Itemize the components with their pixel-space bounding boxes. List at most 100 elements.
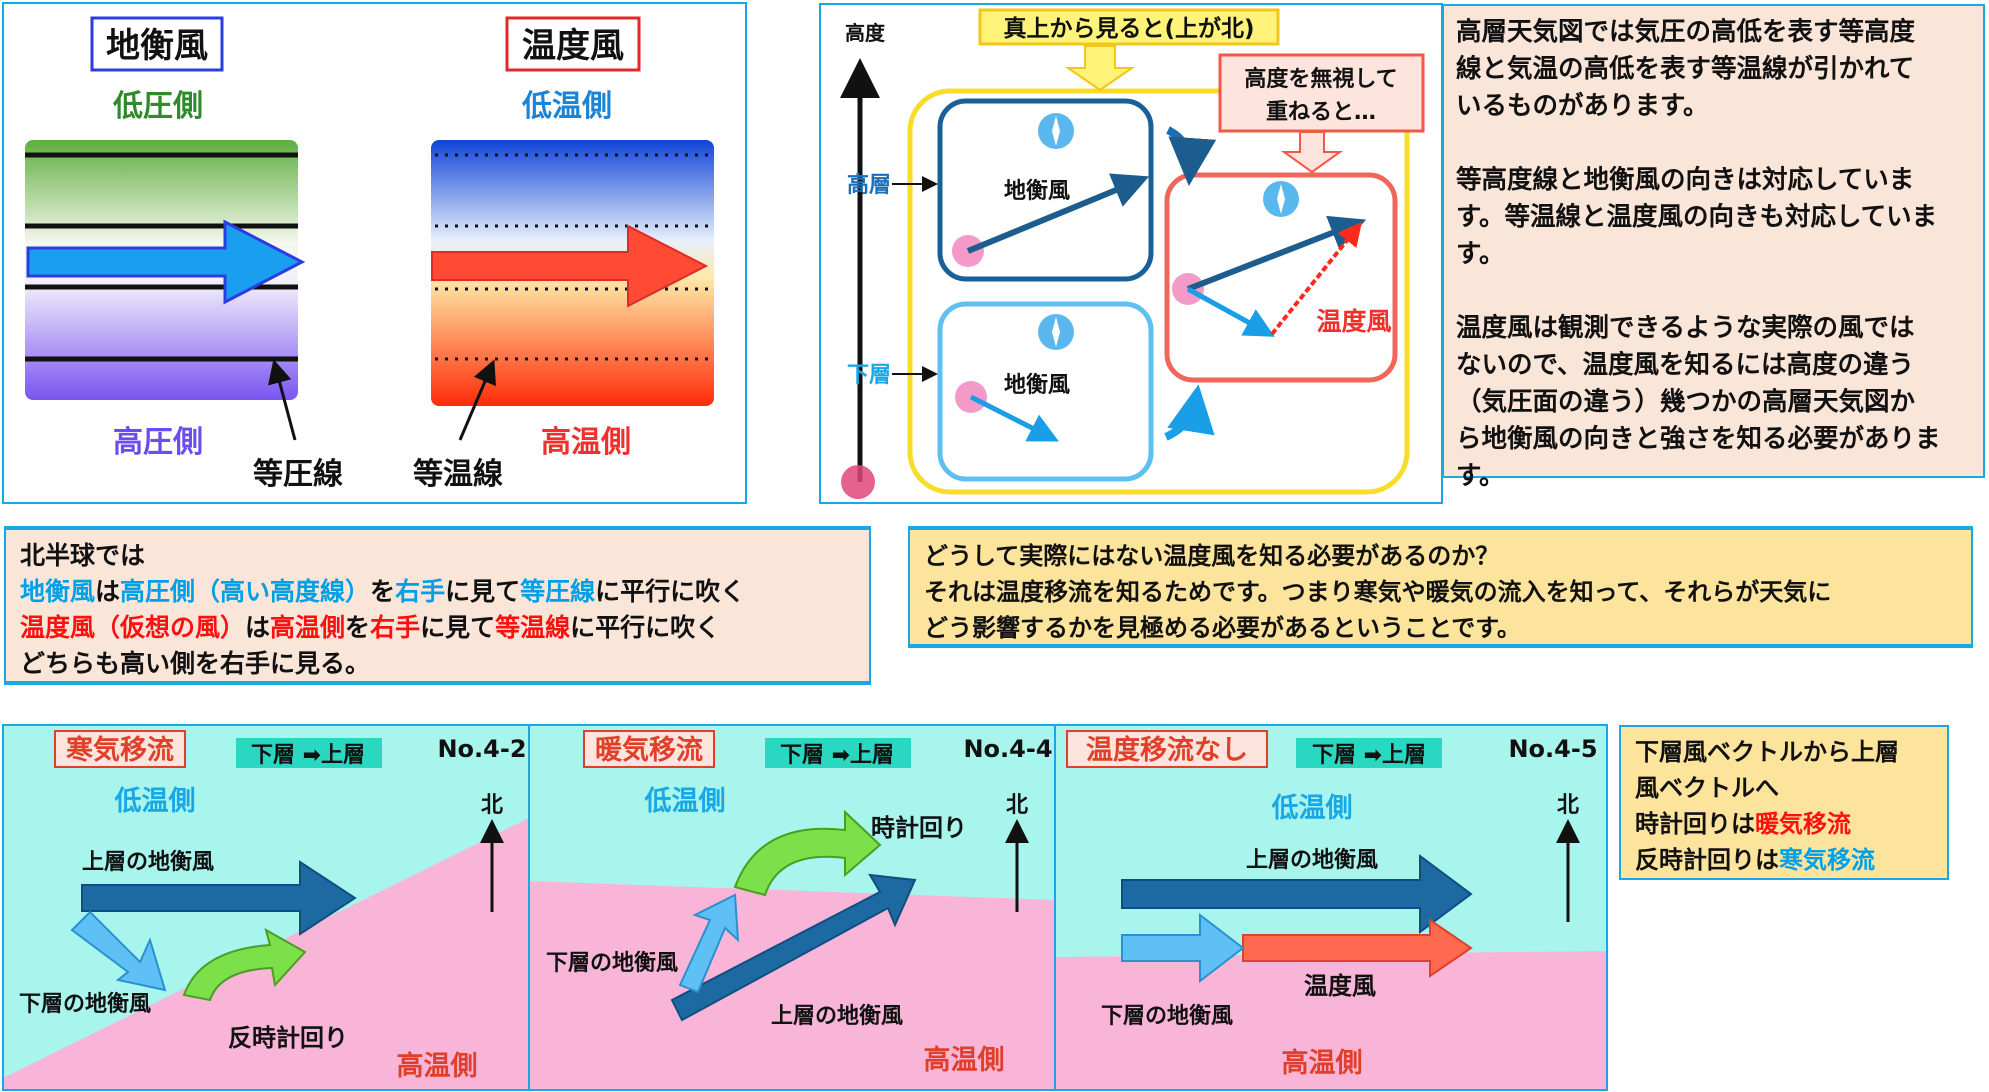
layer-diagram-panel: 高度 真上から見ると(上が北) 高度を無視して 重ねると… 高層 下層 地衡風 … — [819, 3, 1443, 504]
panel-title-label: 温度移流なし — [1086, 734, 1248, 766]
explanation-line — [1456, 125, 1971, 162]
lower-layer-box — [937, 301, 1154, 482]
why-line: どう影響するかを見極める必要があるということです。 — [924, 614, 1521, 642]
isotherm-lines — [435, 153, 712, 361]
explanation-line: す。 — [1456, 461, 1505, 491]
panel-number-label: No.4-2 — [437, 735, 526, 763]
panel-lower-wind-label: 下層の地衡風 — [1101, 1003, 1233, 1029]
northern-line: 温度風（仮想の風）は高温側を右手に見て等温線に平行に吹く — [20, 610, 855, 646]
text-segment: に見て — [420, 613, 496, 642]
text-segment: 暖気移流 — [1755, 810, 1851, 838]
ignore-height-line2: 重ねると… — [1266, 100, 1376, 125]
panel-number-label: No.4-4 — [963, 735, 1052, 763]
text-segment: を — [345, 613, 371, 642]
explanation-line: 等高度線と地衡風の向きは対応していま — [1456, 165, 1915, 195]
panel-layers-label: 下層 ➡上層 — [1312, 743, 1426, 768]
why-thermal-wind-box: どうして実際にはない温度風を知る必要があるのか？ それは温度移流を知るためです。つ… — [908, 526, 1973, 648]
advection-panel-warm — [528, 724, 1056, 1091]
top-view-label: 真上から見ると(上が北) — [1003, 15, 1254, 42]
down-arrow-icon — [1064, 45, 1136, 92]
explanation-line: いるものがあります。 — [1456, 91, 1709, 121]
geostrophic-title: 地衡風 — [106, 26, 208, 66]
text-segment: 高温側 — [270, 613, 346, 642]
panel-high-temp-label: 高温側 — [397, 1050, 478, 1082]
explanation-line: 温度風は観測できるような実際の風では — [1456, 313, 1915, 343]
panel-upper-wind-label: 上層の地衡風 — [1246, 847, 1378, 873]
panel-upper-wind-label: 上層の地衡風 — [82, 849, 214, 875]
why-line: それは温度移流を知るためです。つまり寒気や暖気の流入を知って、それらが天気に — [924, 578, 1832, 606]
summary-line: 風ベクトルへ — [1635, 770, 1933, 806]
text-segment: どちらも高い側を右手に見る。 — [20, 649, 371, 678]
summary-line: 時計回りは暖気移流 — [1635, 806, 1933, 842]
lower-layer-label: 下層 — [847, 363, 891, 388]
panel-layers-label: 下層 ➡上層 — [251, 743, 365, 768]
explanation-line: ないので、温度風を知るには高度の違う — [1456, 350, 1914, 380]
panel-upper-wind-label: 上層の地衡風 — [771, 1003, 903, 1029]
wind-comparison-panel: 地衡風 温度風 低圧側 低温側 高圧側 高温側 等圧線 等温線 — [2, 2, 747, 504]
text-segment: に平行に吹く — [570, 613, 721, 642]
thermal-title: 温度風 — [522, 26, 624, 66]
explanation-line: ら地衡風の向きと強さを知る必要がありま — [1456, 424, 1941, 454]
text-segment: 北半球では — [20, 541, 146, 570]
compass-icon — [1263, 181, 1299, 217]
text-segment: 地衡風 — [20, 577, 96, 606]
altitude-label: 高度 — [845, 21, 886, 45]
text-segment: 寒気移流 — [1779, 846, 1875, 874]
panel-low-temp-label: 低温側 — [1271, 793, 1353, 824]
text-segment: 等圧線 — [520, 577, 596, 606]
low-temp-label: 低温側 — [521, 89, 612, 124]
explanation-line — [1456, 273, 1971, 310]
text-segment: は — [95, 577, 121, 606]
panel-rotation-label: 時計回り — [871, 814, 967, 842]
text-segment: 右手 — [395, 577, 446, 606]
northern-line: 地衡風は高圧側（高い高度線）を右手に見て等圧線に平行に吹く — [20, 574, 855, 610]
summary-line: 下層風ベクトルから上層 — [1635, 734, 1933, 770]
curved-arrow-icon — [1166, 126, 1217, 186]
text-segment: 等温線 — [495, 613, 571, 642]
thermal-arrow — [431, 224, 709, 308]
upper-geo-label: 地衡風 — [1004, 178, 1070, 204]
isobar-label: 等圧線 — [253, 457, 343, 492]
compass-icon — [1038, 113, 1074, 149]
panel-low-temp-label: 低温側 — [644, 786, 726, 817]
isotherm-label: 等温線 — [413, 457, 503, 492]
upper-layer-label: 高層 — [847, 172, 891, 198]
text-segment: 下層風ベクトルから上層 — [1635, 738, 1899, 766]
curved-arrow-icon — [1164, 384, 1215, 441]
panel-north-label: 北 — [1557, 793, 1579, 818]
panel-high-temp-label: 高温側 — [1282, 1047, 1363, 1079]
text-segment: を — [370, 577, 396, 606]
high-temp-label: 高温側 — [541, 425, 631, 460]
explanation-line: 線と気温の高低を表す等温線が引かれて — [1456, 54, 1915, 84]
down-arrow-icon — [1280, 131, 1344, 174]
panel-lower-wind-label: 下層の地衡風 — [19, 991, 151, 1017]
northern-hemisphere-box: 北半球では地衡風は高圧側（高い高度線）を右手に見て等圧線に平行に吹く温度風（仮想… — [4, 526, 871, 685]
geostrophic-arrow — [26, 219, 306, 305]
panel-north-label: 北 — [1006, 793, 1028, 818]
northern-line: どちらも高い側を右手に見る。 — [20, 646, 855, 682]
panel-title-label: 寒気移流 — [66, 734, 174, 766]
text-segment: 風ベクトルへ — [1635, 774, 1779, 802]
explanation-line: す。等温線と温度風の向きも対応していま — [1456, 202, 1938, 232]
rotation-summary-box: 下層風ベクトルから上層風ベクトルへ時計回りは暖気移流反時計回りは寒気移流 — [1619, 725, 1949, 880]
text-segment: は — [245, 613, 271, 642]
lower-geo-label: 地衡風 — [1004, 372, 1070, 398]
northern-line: 北半球では — [20, 538, 855, 574]
panel-rotation-label: 反時計回り — [228, 1024, 348, 1052]
combined-thermal-label: 温度風 — [1316, 307, 1391, 336]
panel-layers-label: 下層 ➡上層 — [780, 743, 894, 768]
panel-title-label: 暖気移流 — [595, 734, 703, 766]
ground-point — [841, 465, 875, 499]
text-segment: 時計回りは — [1635, 810, 1755, 838]
text-segment: に平行に吹く — [595, 577, 746, 606]
high-pressure-label: 高圧側 — [113, 425, 203, 460]
panel-high-temp-label: 高温側 — [924, 1044, 1005, 1076]
why-line: どうして実際にはない温度風を知る必要があるのか？ — [924, 542, 1500, 570]
panel-lower-wind-label: 下層の地衡風 — [546, 950, 678, 976]
overlay-frame — [907, 88, 1410, 495]
panel-number-label: No.4-5 — [1508, 735, 1597, 763]
text-segment: 右手 — [370, 613, 421, 642]
explanation-line: す。 — [1456, 239, 1505, 269]
low-pressure-label: 低圧側 — [112, 89, 203, 124]
